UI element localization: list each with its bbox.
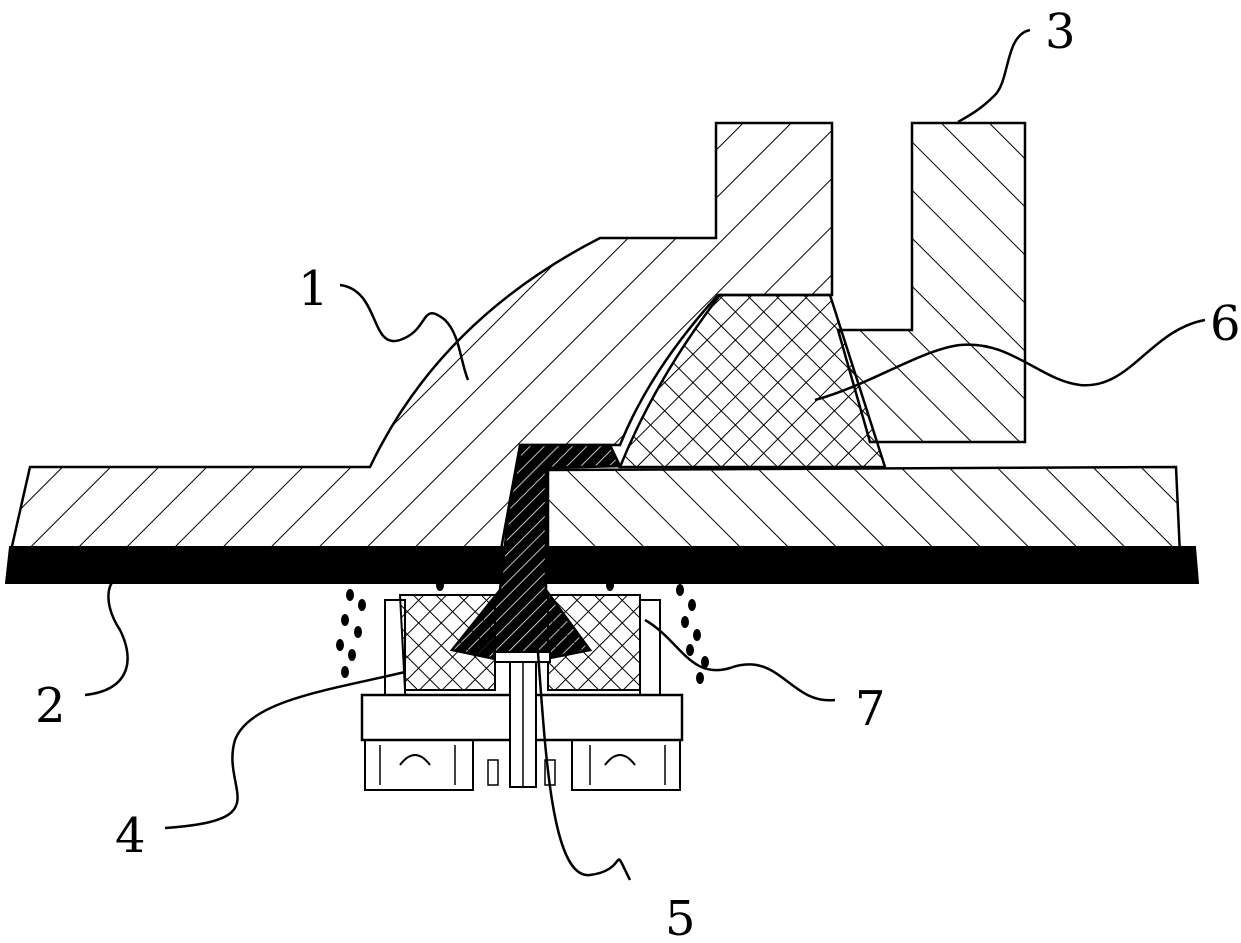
leader-line-2 <box>84 578 129 697</box>
label-part-1: 1 <box>298 261 329 317</box>
leader-line-1 <box>339 283 470 381</box>
part-2-base-layer <box>4 546 1200 584</box>
leader-lines <box>84 28 1206 881</box>
leader-line-5 <box>535 639 632 881</box>
label-part-7: 7 <box>855 681 886 737</box>
label-part-6: 6 <box>1210 296 1241 352</box>
leader-line-7 <box>644 618 836 702</box>
label-part-4: 4 <box>115 808 146 864</box>
label-part-2: 2 <box>35 678 66 734</box>
part-1-clamp-body <box>8 121 834 557</box>
leader-line-3 <box>957 28 1031 124</box>
part-5-pin <box>494 651 551 788</box>
part-7-dots <box>336 579 709 684</box>
label-part-5: 5 <box>665 891 696 943</box>
label-part-3: 3 <box>1045 4 1076 60</box>
part-3-right-plate <box>546 121 1182 557</box>
leader-line-6 <box>814 318 1206 402</box>
leader-line-4 <box>164 670 406 830</box>
